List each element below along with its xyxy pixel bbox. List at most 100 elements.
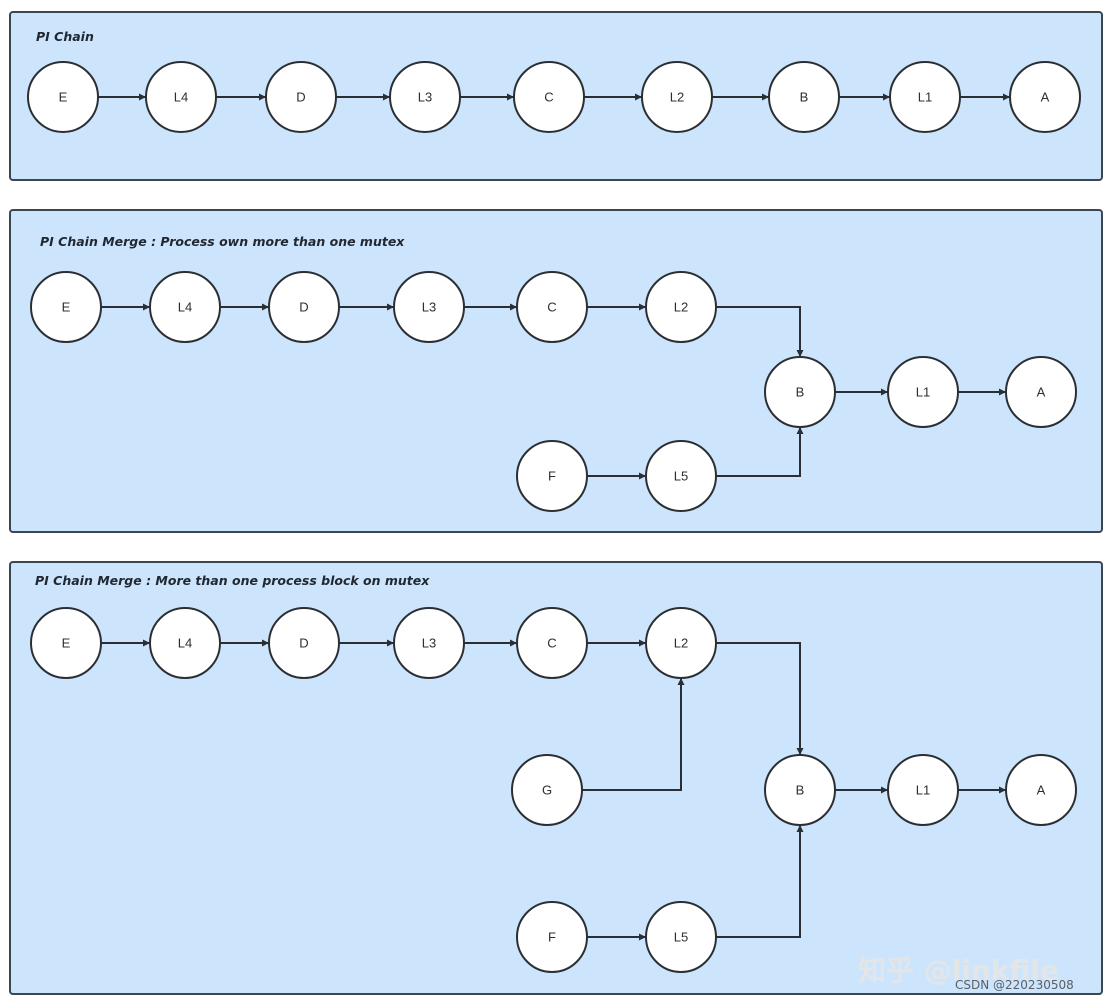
node-circle: [764, 356, 836, 428]
node-circle: [1005, 356, 1077, 428]
node-circle: [389, 61, 461, 133]
node-3-e: E: [30, 607, 102, 679]
node-circle: [516, 271, 588, 343]
node-label: C: [547, 300, 556, 315]
watermark-text: 知乎 @linkfile: [858, 954, 1059, 987]
node-2-l4: L4: [149, 271, 221, 343]
node-label: B: [800, 90, 809, 105]
node-circle: [145, 61, 217, 133]
node-3-c: C: [516, 607, 588, 679]
node-circle: [1009, 61, 1081, 133]
node-label: L4: [174, 90, 188, 105]
node-circle: [30, 607, 102, 679]
node-2-a: A: [1005, 356, 1077, 428]
panel-title-pi-chain-merge-block: PI Chain Merge : More than one process b…: [35, 573, 430, 588]
node-label: F: [548, 930, 556, 945]
watermark-sub: CSDN @220230508: [955, 978, 1074, 992]
node-circle: [889, 61, 961, 133]
node-circle: [149, 607, 221, 679]
edge-3-g-to-l2: [582, 678, 685, 791]
node-label: L3: [418, 90, 432, 105]
node-1-b: B: [768, 61, 840, 133]
node-label: C: [544, 90, 553, 105]
node-circle: [268, 607, 340, 679]
node-label: B: [796, 385, 805, 400]
node-circle: [1005, 754, 1077, 826]
node-label: E: [62, 300, 71, 315]
node-2-c: C: [516, 271, 588, 343]
node-2-d: D: [268, 271, 340, 343]
node-label: E: [59, 90, 68, 105]
node-circle: [768, 61, 840, 133]
node-3-d: D: [268, 607, 340, 679]
node-1-d: D: [265, 61, 337, 133]
node-label: L1: [916, 783, 930, 798]
node-2-l1: L1: [887, 356, 959, 428]
node-circle: [511, 754, 583, 826]
panel-title-pi-chain-merge-own: PI Chain Merge : Process own more than o…: [40, 234, 405, 249]
node-2-l2: L2: [645, 271, 717, 343]
node-label: L4: [178, 636, 192, 651]
node-2-b: B: [764, 356, 836, 428]
node-label: A: [1037, 385, 1046, 400]
node-label: L2: [674, 636, 688, 651]
edge-3-l5-to-b: [716, 825, 804, 938]
node-circle: [645, 271, 717, 343]
node-3-l2: L2: [645, 607, 717, 679]
node-circle: [30, 271, 102, 343]
node-circle: [516, 901, 588, 973]
node-circle: [645, 901, 717, 973]
node-2-l3: L3: [393, 271, 465, 343]
node-label: C: [547, 636, 556, 651]
node-circle: [393, 271, 465, 343]
node-label: G: [542, 783, 552, 798]
node-label: D: [299, 636, 308, 651]
node-circle: [516, 607, 588, 679]
node-2-l5: L5: [645, 440, 717, 512]
node-1-a: A: [1009, 61, 1081, 133]
node-circle: [645, 440, 717, 512]
node-label: D: [296, 90, 305, 105]
node-label: A: [1037, 783, 1046, 798]
node-circle: [887, 356, 959, 428]
node-label: L2: [674, 300, 688, 315]
node-label: L3: [422, 636, 436, 651]
node-1-l4: L4: [145, 61, 217, 133]
node-circle: [641, 61, 713, 133]
node-3-l5: L5: [645, 901, 717, 973]
node-label: L4: [178, 300, 192, 315]
edge-2-l5-to-b: [716, 427, 804, 477]
node-label: L5: [674, 469, 688, 484]
node-3-l1: L1: [887, 754, 959, 826]
node-label: L1: [918, 90, 932, 105]
node-label: L3: [422, 300, 436, 315]
node-label: E: [62, 636, 71, 651]
node-circle: [645, 607, 717, 679]
node-label: F: [548, 469, 556, 484]
node-3-f: F: [516, 901, 588, 973]
node-2-e: E: [30, 271, 102, 343]
node-circle: [149, 271, 221, 343]
node-1-c: C: [513, 61, 585, 133]
node-circle: [513, 61, 585, 133]
node-circle: [764, 754, 836, 826]
node-1-l3: L3: [389, 61, 461, 133]
node-circle: [516, 440, 588, 512]
node-3-l3: L3: [393, 607, 465, 679]
node-label: D: [299, 300, 308, 315]
node-label: L2: [670, 90, 684, 105]
node-1-e: E: [27, 61, 99, 133]
node-3-b: B: [764, 754, 836, 826]
node-circle: [265, 61, 337, 133]
node-2-f: F: [516, 440, 588, 512]
node-label: L1: [916, 385, 930, 400]
node-1-l1: L1: [889, 61, 961, 133]
node-label: L5: [674, 930, 688, 945]
node-3-g: G: [511, 754, 583, 826]
node-3-a: A: [1005, 754, 1077, 826]
node-circle: [393, 607, 465, 679]
node-label: A: [1041, 90, 1050, 105]
edge-3-l2-to-b: [716, 642, 804, 755]
node-label: B: [796, 783, 805, 798]
